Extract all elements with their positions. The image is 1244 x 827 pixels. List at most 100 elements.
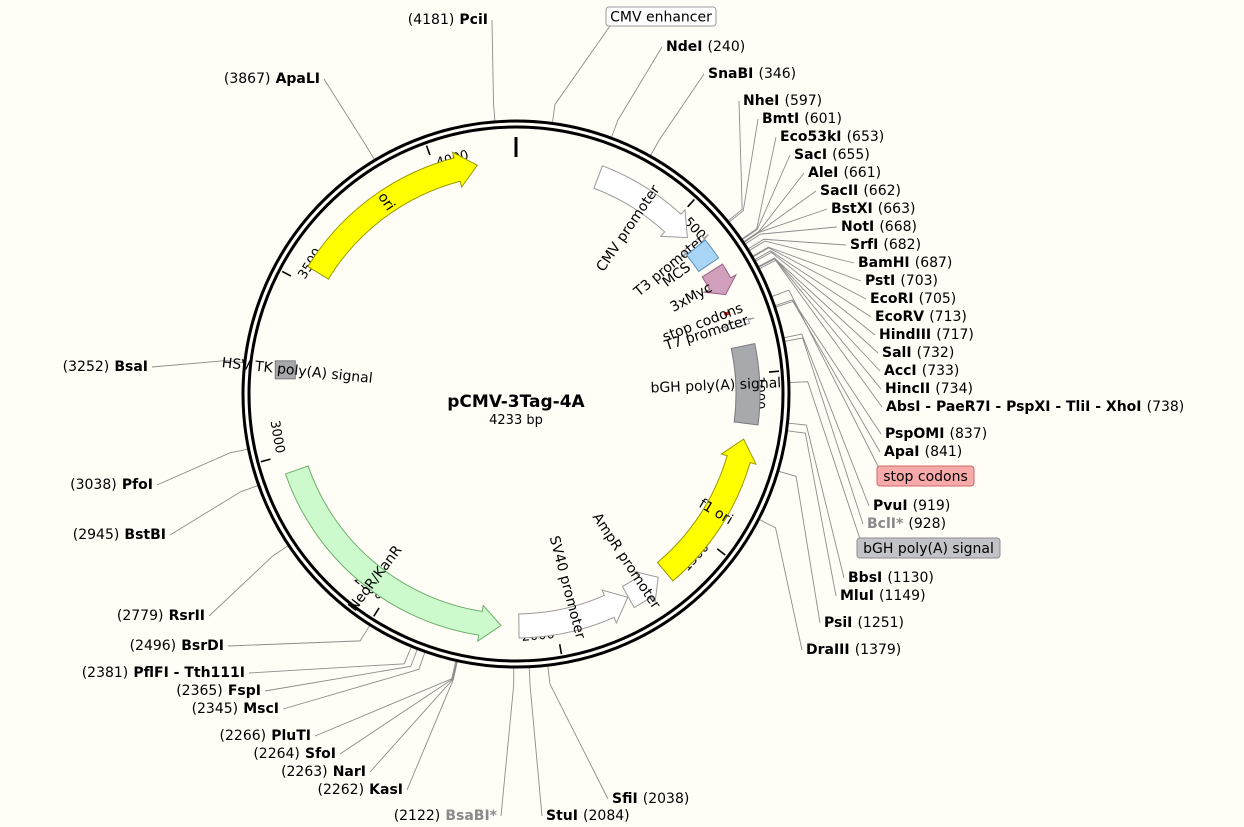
site-label-alei-661[interactable]: AleI (661) <box>808 163 881 182</box>
site-label-draiii-1379[interactable]: DraIII (1379) <box>806 640 901 659</box>
site-srfi-682[interactable]: SrfI (682) <box>850 235 921 254</box>
site-label-pfoi-3038[interactable]: (3038) PfoI <box>70 475 153 494</box>
site-noti-668[interactable]: NotI (668) <box>841 217 917 236</box>
site-label-psti-703[interactable]: PstI (703) <box>865 271 938 290</box>
site-label-ecori-705[interactable]: EcoRI (705) <box>870 289 956 308</box>
site-pflfi-tth111i-2381[interactable]: (2381) PflFI - Tth111I <box>82 663 245 682</box>
site-label-ecorv-713[interactable]: EcoRV (713) <box>875 307 967 326</box>
site-label-apali-3867[interactable]: (3867) ApaLI <box>224 69 320 88</box>
site-label-noti-668[interactable]: NotI (668) <box>841 217 917 236</box>
site-fspi-2365[interactable]: (2365) FspI <box>176 681 261 700</box>
site-pfoi-3038[interactable]: (3038) PfoI <box>70 475 153 494</box>
site-label-hindiii-717[interactable]: HindIII (717) <box>879 325 974 344</box>
site-label-rsrii-2779[interactable]: (2779) RsrII <box>117 606 205 625</box>
bgh-box[interactable]: bGH poly(A) signal <box>856 537 1001 559</box>
site-bamhi-687[interactable]: BamHI (687) <box>858 253 952 272</box>
site-label-sfii-2038[interactable]: SfiI (2038) <box>612 789 689 808</box>
stop-codons-box[interactable]: stop codons <box>876 465 975 487</box>
site-label-sacii-662[interactable]: SacII (662) <box>820 181 901 200</box>
site-label-srfi-682[interactable]: SrfI (682) <box>850 235 921 254</box>
site-label-saci-655[interactable]: SacI (655) <box>794 145 870 164</box>
site-pspomi-837[interactable]: PspOMI (837) <box>885 424 987 443</box>
site-hindiii-717[interactable]: HindIII (717) <box>879 325 974 344</box>
site-stui-2084[interactable]: StuI (2084) <box>546 806 630 825</box>
site-position: (2381) <box>82 665 129 681</box>
site-rsrii-2779[interactable]: (2779) RsrII <box>117 606 205 625</box>
site-label-pcii-4181[interactable]: (4181) PciI <box>408 10 488 29</box>
site-apali-3867[interactable]: (3867) ApaLI <box>224 69 320 88</box>
site-label-msci-2345[interactable]: (2345) MscI <box>192 699 279 718</box>
site-label-nari-2263[interactable]: (2263) NarI <box>281 762 366 781</box>
cmv-enhancer-box[interactable]: CMV enhancer <box>605 6 717 27</box>
site-label-hincii-734[interactable]: HincII (734) <box>885 379 973 398</box>
site-label-eco53ki-653[interactable]: Eco53kI (653) <box>780 127 884 146</box>
site-label-bbsi-1130[interactable]: BbsI (1130) <box>848 568 934 587</box>
site-sacii-662[interactable]: SacII (662) <box>820 181 901 200</box>
site-eco53ki-653[interactable]: Eco53kI (653) <box>780 127 884 146</box>
site-label-pluti-2266[interactable]: (2266) PluTI <box>220 726 311 745</box>
site-bstxi-663[interactable]: BstXI (663) <box>831 199 915 218</box>
site-sfoi-2264[interactable]: (2264) SfoI <box>253 744 336 763</box>
site-saci-655[interactable]: SacI (655) <box>794 145 870 164</box>
site-label-kasi-2262[interactable]: (2262) KasI <box>318 780 404 799</box>
site-pcii-4181[interactable]: (4181) PciI <box>408 10 488 29</box>
site-label-absi-paer7i-pspxi-tlii-xhoi-738[interactable]: AbsI - PaeR7I - PspXI - TliI - XhoI (738… <box>886 397 1184 416</box>
site-label-pflfi-tth111i-2381[interactable]: (2381) PflFI - Tth111I <box>82 663 245 682</box>
site-bsabi-2122[interactable]: (2122) BsaBI* <box>394 806 498 825</box>
site-psti-703[interactable]: PstI (703) <box>865 271 938 290</box>
site-psii-1251[interactable]: PsiI (1251) <box>824 613 904 632</box>
site-label-pvui-919[interactable]: PvuI (919) <box>873 496 950 515</box>
site-snabi-346[interactable]: SnaBI (346) <box>708 64 796 83</box>
stop-codons-box-frame <box>876 465 975 487</box>
site-label-nhei-597[interactable]: NheI (597) <box>743 91 822 110</box>
site-ecori-705[interactable]: EcoRI (705) <box>870 289 956 308</box>
site-position: (668) <box>879 219 917 235</box>
site-bmti-601[interactable]: BmtI (601) <box>762 109 842 128</box>
site-label-ndei-240[interactable]: NdeI (240) <box>666 37 745 56</box>
site-hincii-734[interactable]: HincII (734) <box>885 379 973 398</box>
site-bcli-928[interactable]: BclI* (928) <box>867 514 946 533</box>
site-label-acci-733[interactable]: AccI (733) <box>884 361 959 380</box>
site-nari-2263[interactable]: (2263) NarI <box>281 762 366 781</box>
site-label-pspomi-837[interactable]: PspOMI (837) <box>885 424 987 443</box>
site-label-bamhi-687[interactable]: BamHI (687) <box>858 253 952 272</box>
site-label-bcli-928[interactable]: BclI* (928) <box>867 514 946 533</box>
site-label-apai-841[interactable]: ApaI (841) <box>884 442 962 461</box>
site-label-bsabi-2122[interactable]: (2122) BsaBI* <box>394 806 498 825</box>
leader-bbsi-1130 <box>787 422 845 579</box>
site-label-psii-1251[interactable]: PsiI (1251) <box>824 613 904 632</box>
site-label-fspi-2365[interactable]: (2365) FspI <box>176 681 261 700</box>
site-msci-2345[interactable]: (2345) MscI <box>192 699 279 718</box>
site-label-snabi-346[interactable]: SnaBI (346) <box>708 64 796 83</box>
site-pvui-919[interactable]: PvuI (919) <box>873 496 950 515</box>
site-bstbi-2945[interactable]: (2945) BstBI <box>73 525 166 544</box>
site-mlui-1149[interactable]: MluI (1149) <box>840 586 926 605</box>
site-ndei-240[interactable]: NdeI (240) <box>666 37 745 56</box>
site-label-sfoi-2264[interactable]: (2264) SfoI <box>253 744 336 763</box>
site-label-bsrdi-2496[interactable]: (2496) BsrDI <box>130 636 224 655</box>
site-alei-661[interactable]: AleI (661) <box>808 163 881 182</box>
site-label-bstxi-663[interactable]: BstXI (663) <box>831 199 915 218</box>
site-pluti-2266[interactable]: (2266) PluTI <box>220 726 311 745</box>
site-label-sali-732[interactable]: SalI (732) <box>882 343 954 362</box>
site-sali-732[interactable]: SalI (732) <box>882 343 954 362</box>
leader-sfoi-2264 <box>339 660 458 755</box>
site-nhei-597[interactable]: NheI (597) <box>743 91 822 110</box>
site-label-mlui-1149[interactable]: MluI (1149) <box>840 586 926 605</box>
site-position: (2945) <box>73 527 120 543</box>
site-label-bstbi-2945[interactable]: (2945) BstBI <box>73 525 166 544</box>
site-sfii-2038[interactable]: SfiI (2038) <box>612 789 689 808</box>
site-bbsi-1130[interactable]: BbsI (1130) <box>848 568 934 587</box>
site-label-stui-2084[interactable]: StuI (2084) <box>546 806 630 825</box>
site-kasi-2262[interactable]: (2262) KasI <box>318 780 404 799</box>
site-label-bmti-601[interactable]: BmtI (601) <box>762 109 842 128</box>
site-bsai-3252[interactable]: (3252) BsaI <box>63 357 148 376</box>
site-apai-841[interactable]: ApaI (841) <box>884 442 962 461</box>
site-absi-paer7i-pspxi-tlii-xhoi-738[interactable]: AbsI - PaeR7I - PspXI - TliI - XhoI (738… <box>886 397 1184 416</box>
site-label-bsai-3252[interactable]: (3252) BsaI <box>63 357 148 376</box>
site-acci-733[interactable]: AccI (733) <box>884 361 959 380</box>
site-ecorv-713[interactable]: EcoRV (713) <box>875 307 967 326</box>
site-position: (2496) <box>130 638 177 654</box>
site-draiii-1379[interactable]: DraIII (1379) <box>806 640 901 659</box>
site-bsrdi-2496[interactable]: (2496) BsrDI <box>130 636 224 655</box>
